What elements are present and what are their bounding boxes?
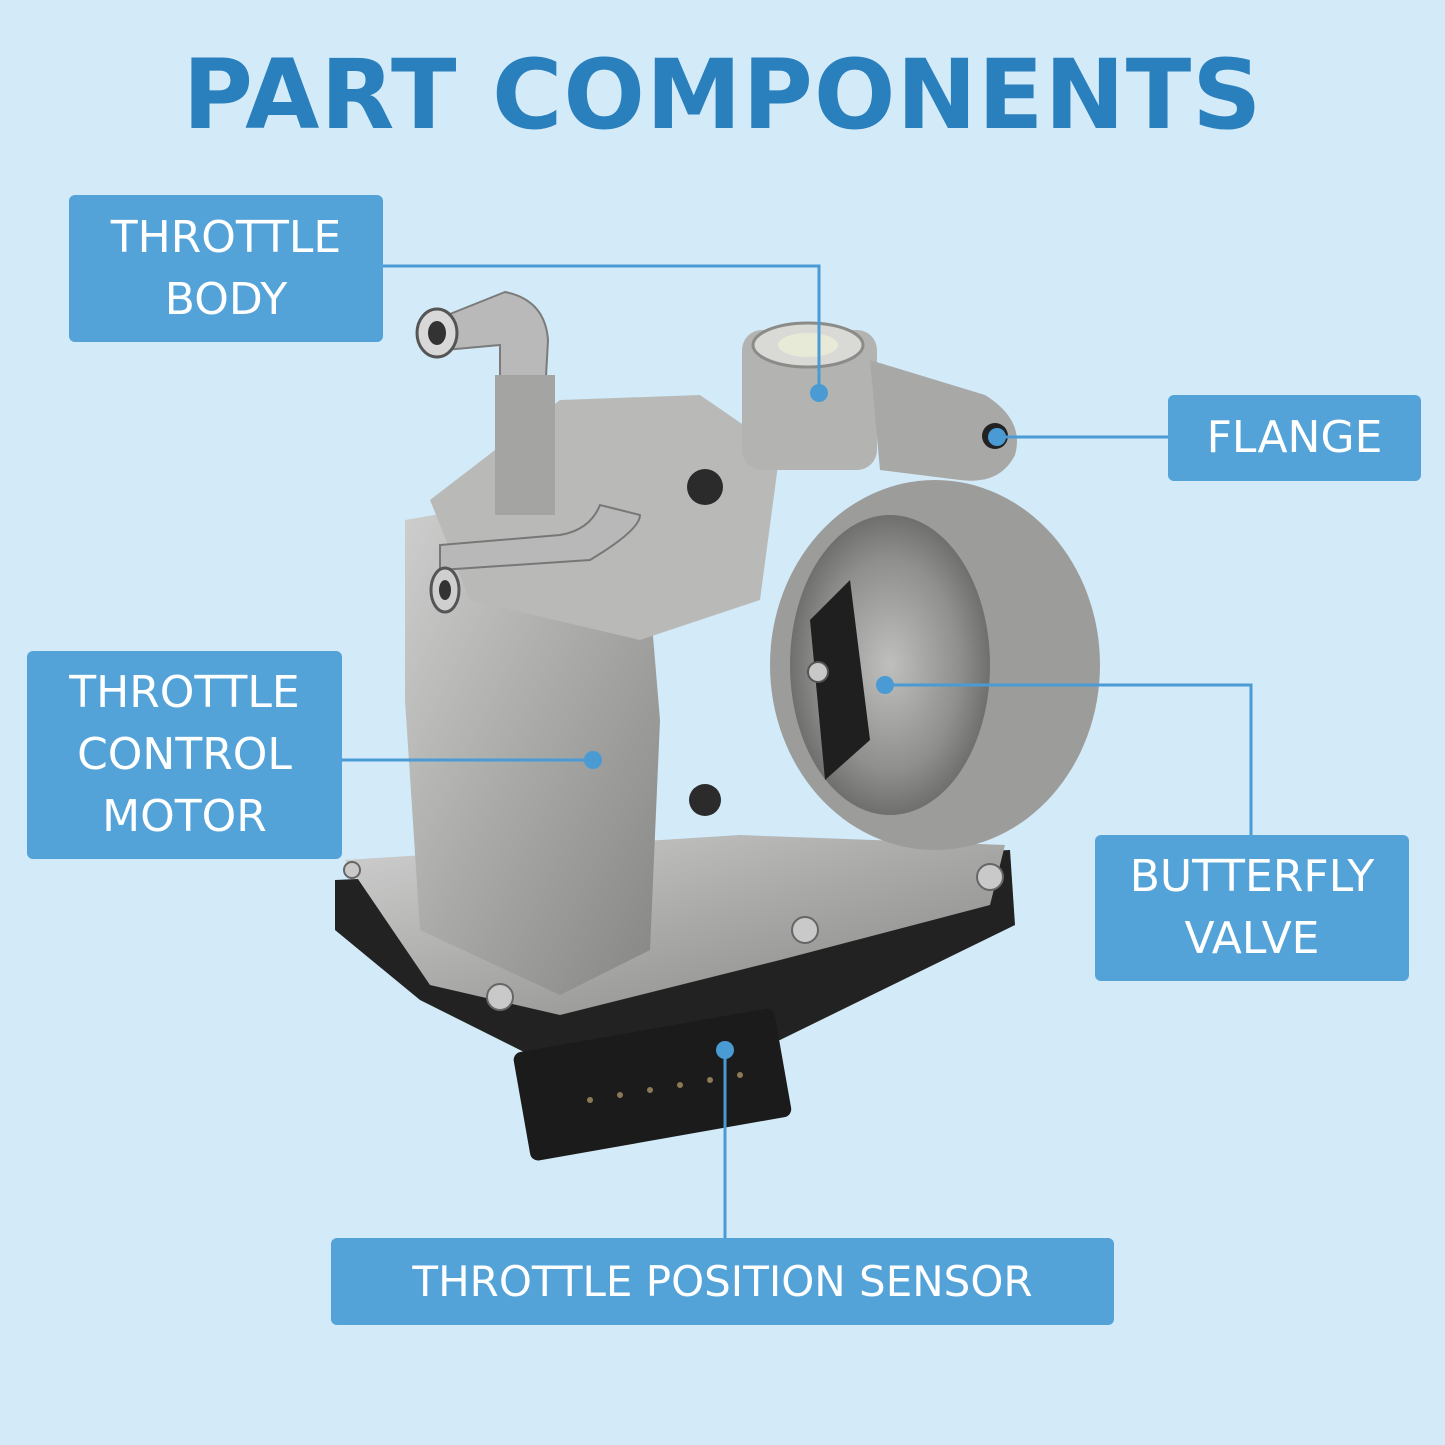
page-title: PART COMPONENTS [182, 39, 1263, 151]
connector-pins [587, 1072, 743, 1103]
coolant-pipe-lower [439, 503, 642, 572]
leader-dots [584, 384, 1006, 1059]
butterfly-plate [810, 580, 870, 780]
label-butterfly-valve: BUTTERFLY VALVE [1095, 835, 1409, 981]
top-boss [742, 330, 877, 470]
flange-ear [870, 360, 1017, 481]
label-throttle-body: THROTTLE BODY [69, 195, 383, 342]
leader-lines [342, 264, 1253, 1238]
label-throttle-position-sensor: THROTTLE POSITION SENSOR [331, 1238, 1114, 1325]
mounting-screws [343, 861, 1004, 1011]
label-throttle-control-motor: THROTTLE CONTROL MOTOR [27, 651, 342, 859]
label-flange: FLANGE [1168, 395, 1421, 481]
